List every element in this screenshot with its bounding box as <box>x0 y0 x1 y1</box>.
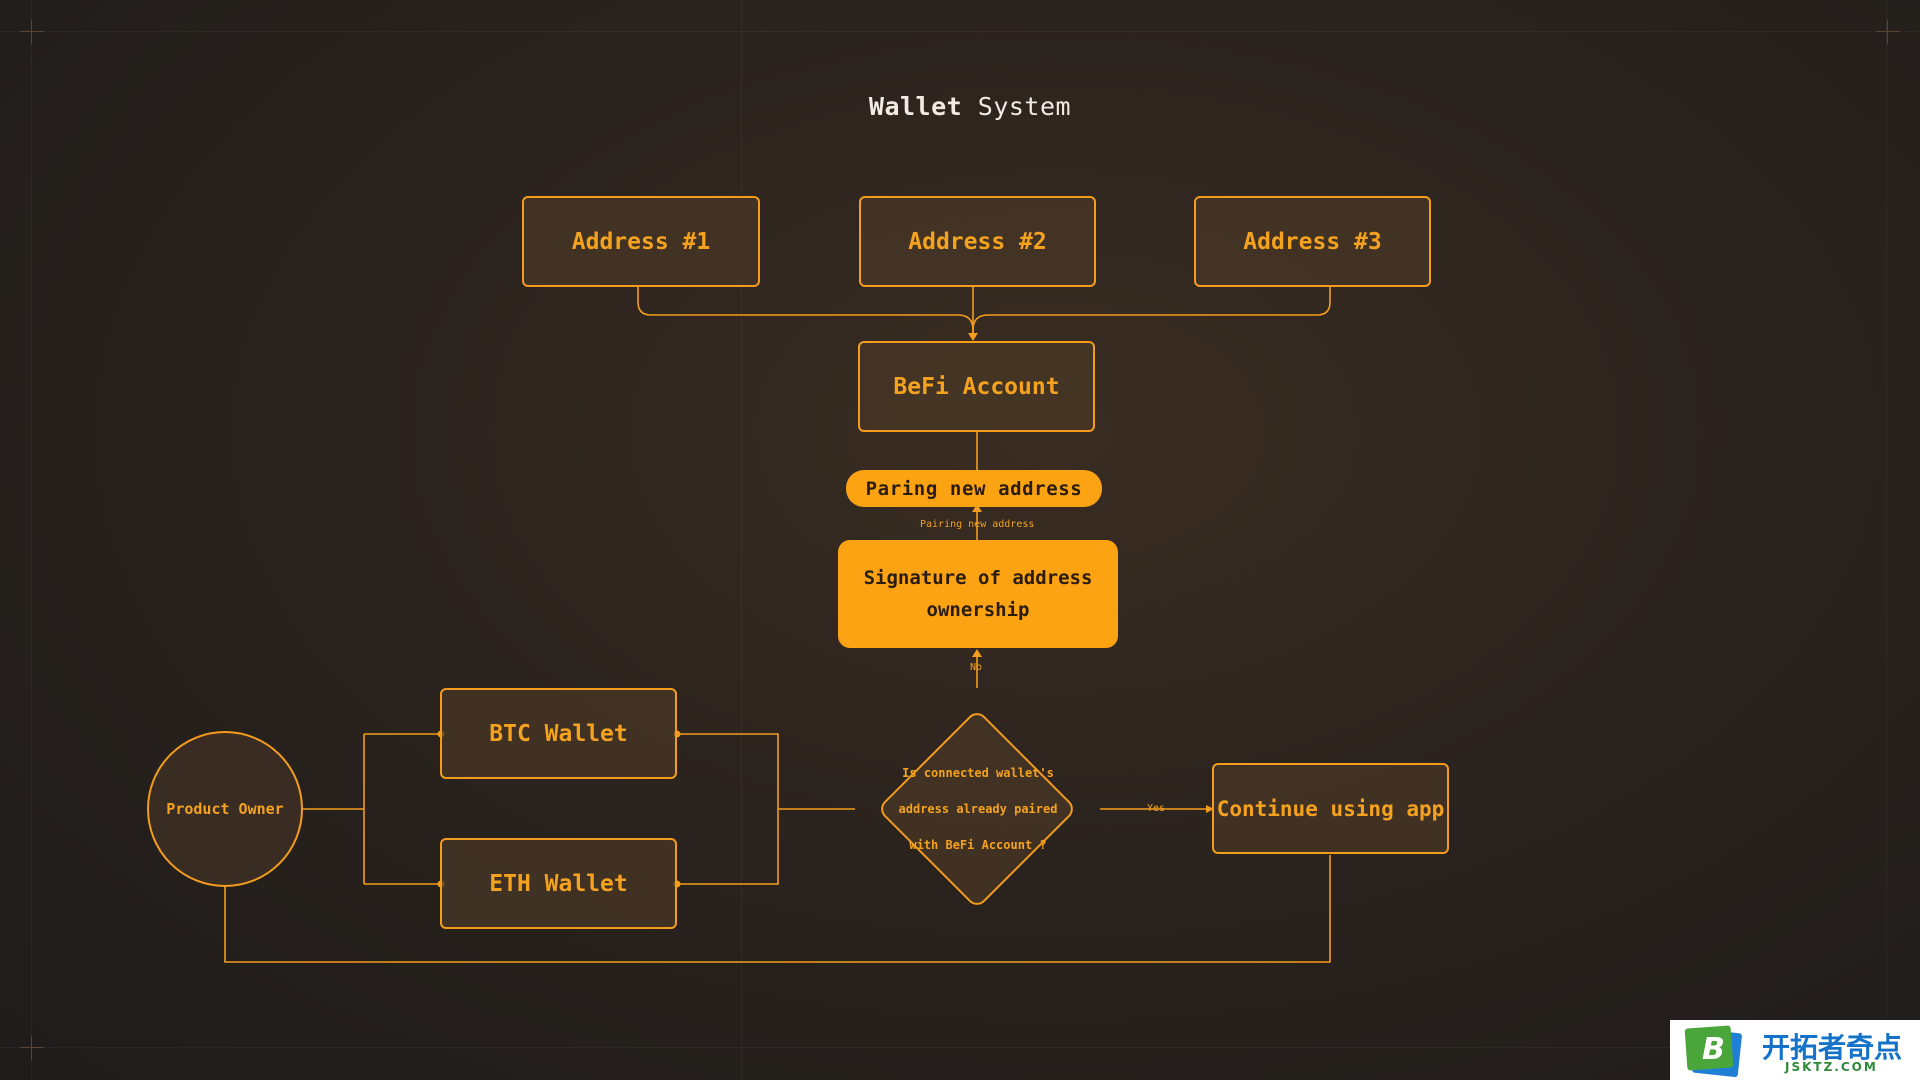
edge-label-no: No <box>970 662 983 673</box>
arrow-into-signature <box>972 649 982 657</box>
eth-wallet-node[interactable]: ETH Wallet <box>440 838 677 929</box>
befi-account-node[interactable]: BeFi Account <box>858 341 1095 432</box>
address-3-node[interactable]: Address #3 <box>1194 196 1431 287</box>
frame-line-right <box>1886 0 1887 1080</box>
crosshair-top-left <box>20 20 44 44</box>
arrow-into-continue <box>1206 805 1214 813</box>
address-1-node[interactable]: Address #1 <box>522 196 760 287</box>
decision-diamond <box>881 713 1073 905</box>
continue-using-app-node[interactable]: Continue using app <box>1212 763 1449 854</box>
edge-address1-befi <box>637 287 974 338</box>
page-title: Wallet System <box>0 92 1920 121</box>
edge-address3-befi <box>972 287 1331 331</box>
arrow-into-pill <box>972 504 982 512</box>
svg-text:B: B <box>1702 1032 1725 1067</box>
arrow-into-befi <box>968 333 978 341</box>
watermark-en: JSKTZ.COM <box>1785 1060 1878 1074</box>
title-regular: System <box>977 92 1072 121</box>
frame-line-bottom <box>0 1047 1920 1048</box>
title-bold: Wallet <box>868 92 963 121</box>
edge-continue-loop <box>224 855 1331 963</box>
frame-line-left <box>31 0 32 1080</box>
product-owner-node[interactable]: Product Owner <box>147 731 303 887</box>
b-logo-icon: B <box>1684 1025 1742 1077</box>
address-2-node[interactable]: Address #2 <box>859 196 1096 287</box>
crosshair-bottom-left <box>20 1036 44 1060</box>
edge-label-pairing: Pairing new address <box>920 519 1035 530</box>
frame-line-top <box>0 31 1920 32</box>
edge-label-yes: Yes <box>1147 803 1166 814</box>
frame-line-center <box>741 0 742 1080</box>
edge-btc-merge <box>677 733 779 885</box>
pairing-new-address-pill[interactable]: Paring new address <box>846 470 1102 507</box>
crosshair-top-right <box>1876 20 1900 44</box>
watermark-cn: 开拓者奇点 <box>1762 1031 1903 1064</box>
signature-ownership-node[interactable]: Signature of address ownership <box>838 540 1118 648</box>
decision-text: Is connected wallet's address already pa… <box>898 766 1058 852</box>
watermark-logo: B 开拓者奇点 JSKTZ.COM <box>1670 1020 1920 1080</box>
btc-wallet-node[interactable]: BTC Wallet <box>440 688 677 779</box>
